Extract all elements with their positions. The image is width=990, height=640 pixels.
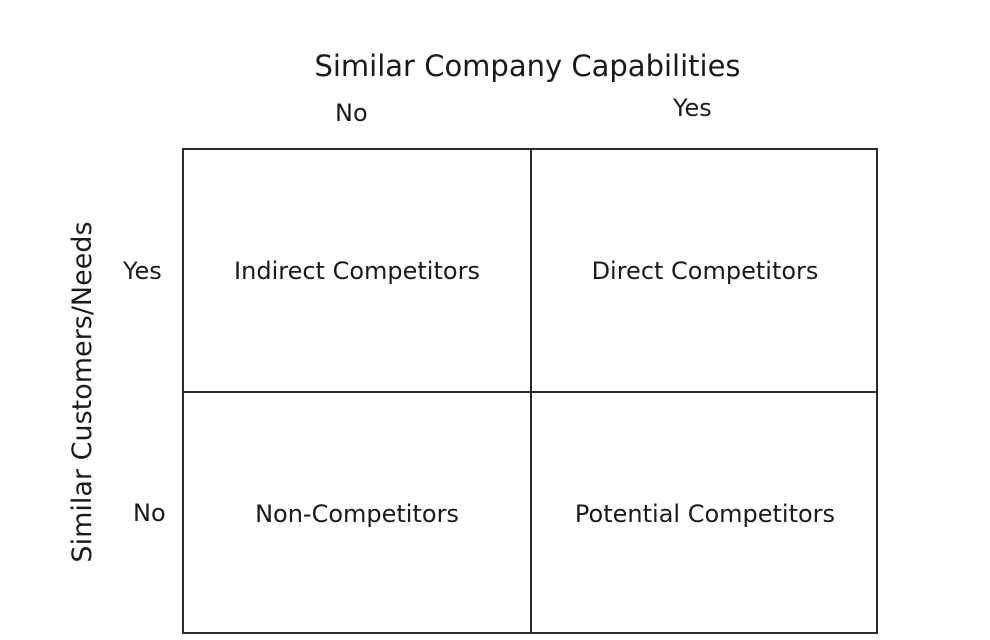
cell-indirect-competitors: Indirect Competitors [184, 150, 532, 393]
y-axis-title: Similar Customers/Needs [67, 221, 98, 563]
cell-non-competitors: Non-Competitors [184, 393, 532, 634]
cell-potential-competitors: Potential Competitors [574, 499, 836, 528]
cell-direct-competitors: Direct Competitors [532, 150, 878, 393]
y-tick-no: No [133, 499, 166, 527]
x-tick-no: No [335, 99, 368, 127]
x-tick-yes: Yes [673, 94, 712, 122]
y-tick-yes: Yes [123, 257, 162, 285]
competitor-matrix: Indirect Competitors Direct Competitors … [182, 148, 878, 634]
x-axis-title: Similar Company Capabilities [314, 49, 741, 83]
